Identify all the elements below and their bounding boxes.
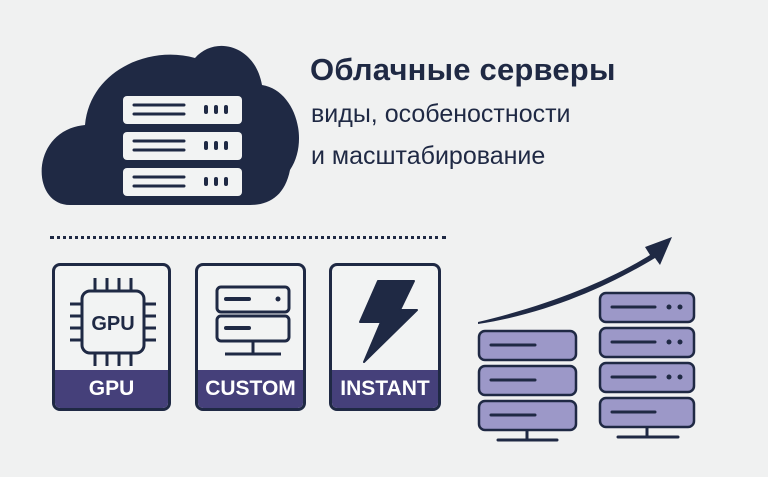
page-title: Облачные серверы (310, 52, 616, 87)
card-label: INSTANT (332, 370, 438, 408)
dotted-divider (50, 236, 446, 239)
card-label: GPU (55, 370, 168, 408)
card-instant: INSTANT (329, 263, 441, 411)
server-icon (215, 285, 291, 356)
growth-arrow-icon (478, 237, 672, 324)
scaling-illustration (477, 237, 696, 442)
cloud-server-icon (41, 45, 300, 205)
subtitle-line-1: виды, особеностности (311, 100, 571, 128)
card-gpu: GPU GPU (52, 263, 171, 411)
card-label: CUSTOM (198, 370, 303, 408)
large-server-stack (598, 291, 696, 429)
card-custom: CUSTOM (195, 263, 306, 411)
subtitle-line-2: и масштабирование (311, 142, 546, 170)
lightning-icon (359, 280, 418, 363)
chip-icon: GPU (70, 278, 156, 366)
chip-label: GPU (91, 313, 134, 335)
